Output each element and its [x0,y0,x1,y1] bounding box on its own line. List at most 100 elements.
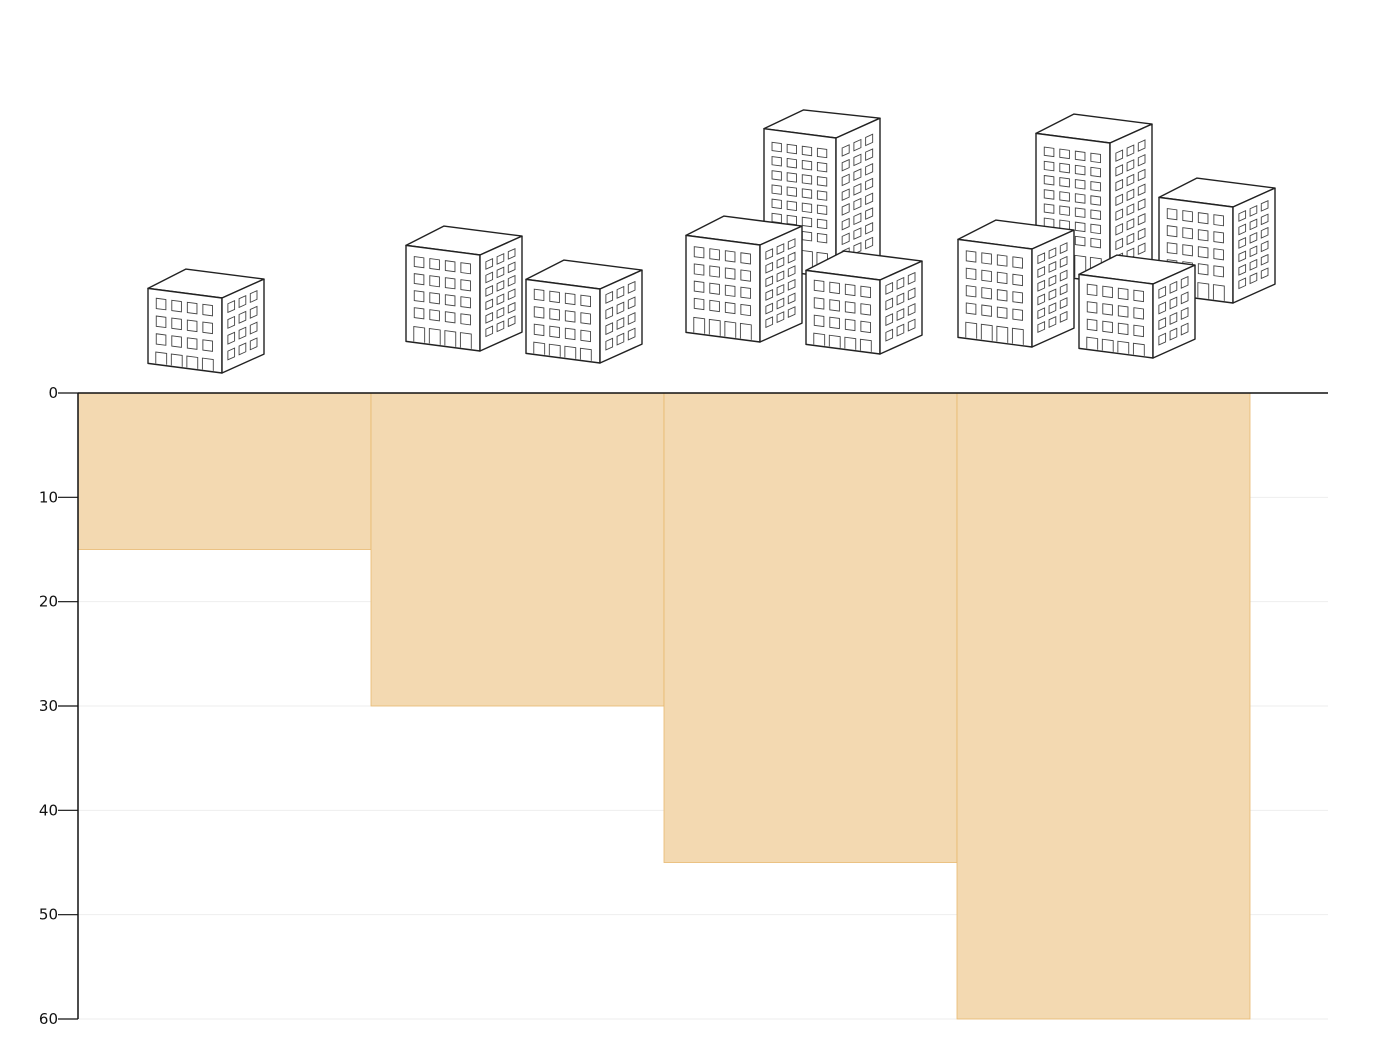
office-building-icon [957,219,1075,348]
building-window [813,279,825,293]
building-window [1182,227,1193,240]
building-window [485,325,494,338]
building-window [801,145,813,157]
building-window [844,318,856,332]
building-window [776,311,785,324]
building-window [533,306,545,319]
building-window [507,315,516,328]
building-window [429,309,440,322]
building-window [1169,280,1178,294]
building-window [1115,237,1124,251]
building-window [1180,275,1189,289]
building-window [740,252,751,265]
building-window [507,301,516,314]
building-window [981,304,992,317]
building-group-2 [405,225,643,364]
building-side-face [479,235,523,352]
building-door [444,330,457,347]
building-window [771,170,782,181]
building-window [776,243,785,256]
building-window [1158,301,1167,315]
building-window [1043,146,1055,158]
building-window [1086,301,1098,314]
building-window [1249,272,1258,285]
building-window [865,236,874,250]
building-window [765,288,774,301]
building-window [496,293,505,306]
office-building-icon [525,259,643,364]
building-door [1011,327,1024,345]
building-window [533,323,545,337]
building-window [1238,263,1247,276]
building-window [816,161,828,173]
building-window [829,316,840,330]
building-window [171,299,182,313]
building-window [816,218,828,230]
building-window [776,283,785,296]
building-window [1249,231,1258,244]
building-door [1117,340,1130,354]
building-window [786,186,797,197]
building-window [580,312,591,325]
building-window [1180,291,1189,305]
building-window [507,288,516,301]
building-window [496,266,505,279]
building-window [186,319,198,333]
building-window [1249,218,1258,231]
building-window [1260,253,1269,266]
building-window [1043,203,1055,214]
building-window [1043,174,1055,186]
y-tick-label-6: 60 [39,1010,58,1028]
building-window [460,262,471,275]
building-window [740,269,751,282]
y-tick-label-4: 40 [39,801,58,819]
building-window [693,246,705,259]
building-group-1 [147,268,265,374]
building-window [1137,183,1146,197]
building-window [1012,256,1023,269]
building-window [1059,310,1068,323]
building-window [1238,223,1247,236]
building-door [459,332,472,349]
building-window [865,148,874,161]
building-window [1166,208,1178,221]
building-door [1132,342,1145,356]
building-window [171,317,182,331]
building-window [776,270,785,283]
building-window [816,232,828,244]
building-window [1117,287,1129,301]
bar-2 [370,392,665,707]
building-window [787,265,796,278]
building-window [605,322,614,336]
building-window [227,347,236,361]
building-window [1074,207,1086,218]
building-front-face [1078,273,1154,359]
building-window [1166,242,1178,255]
building-window [1074,164,1086,176]
building-door [1197,282,1210,299]
building-window [1090,152,1101,164]
building-window [155,315,167,329]
building-window [1012,291,1023,304]
building-window [1048,247,1057,260]
building-window [771,184,782,195]
building-window [853,241,862,255]
building-window [227,315,236,329]
building-window [885,281,894,295]
building-window [1126,173,1135,187]
building-window [771,156,782,167]
building-window [1260,267,1269,280]
building-window [865,177,874,191]
building-window [786,157,797,169]
building-window [1074,221,1086,233]
office-building-icon [147,268,265,374]
building-window [564,310,576,323]
building-window [996,289,1008,302]
building-window [1126,144,1135,157]
building-window [444,277,456,290]
building-window [444,294,456,307]
building-window [853,212,862,226]
building-window [1137,227,1146,241]
building-window [627,296,636,310]
